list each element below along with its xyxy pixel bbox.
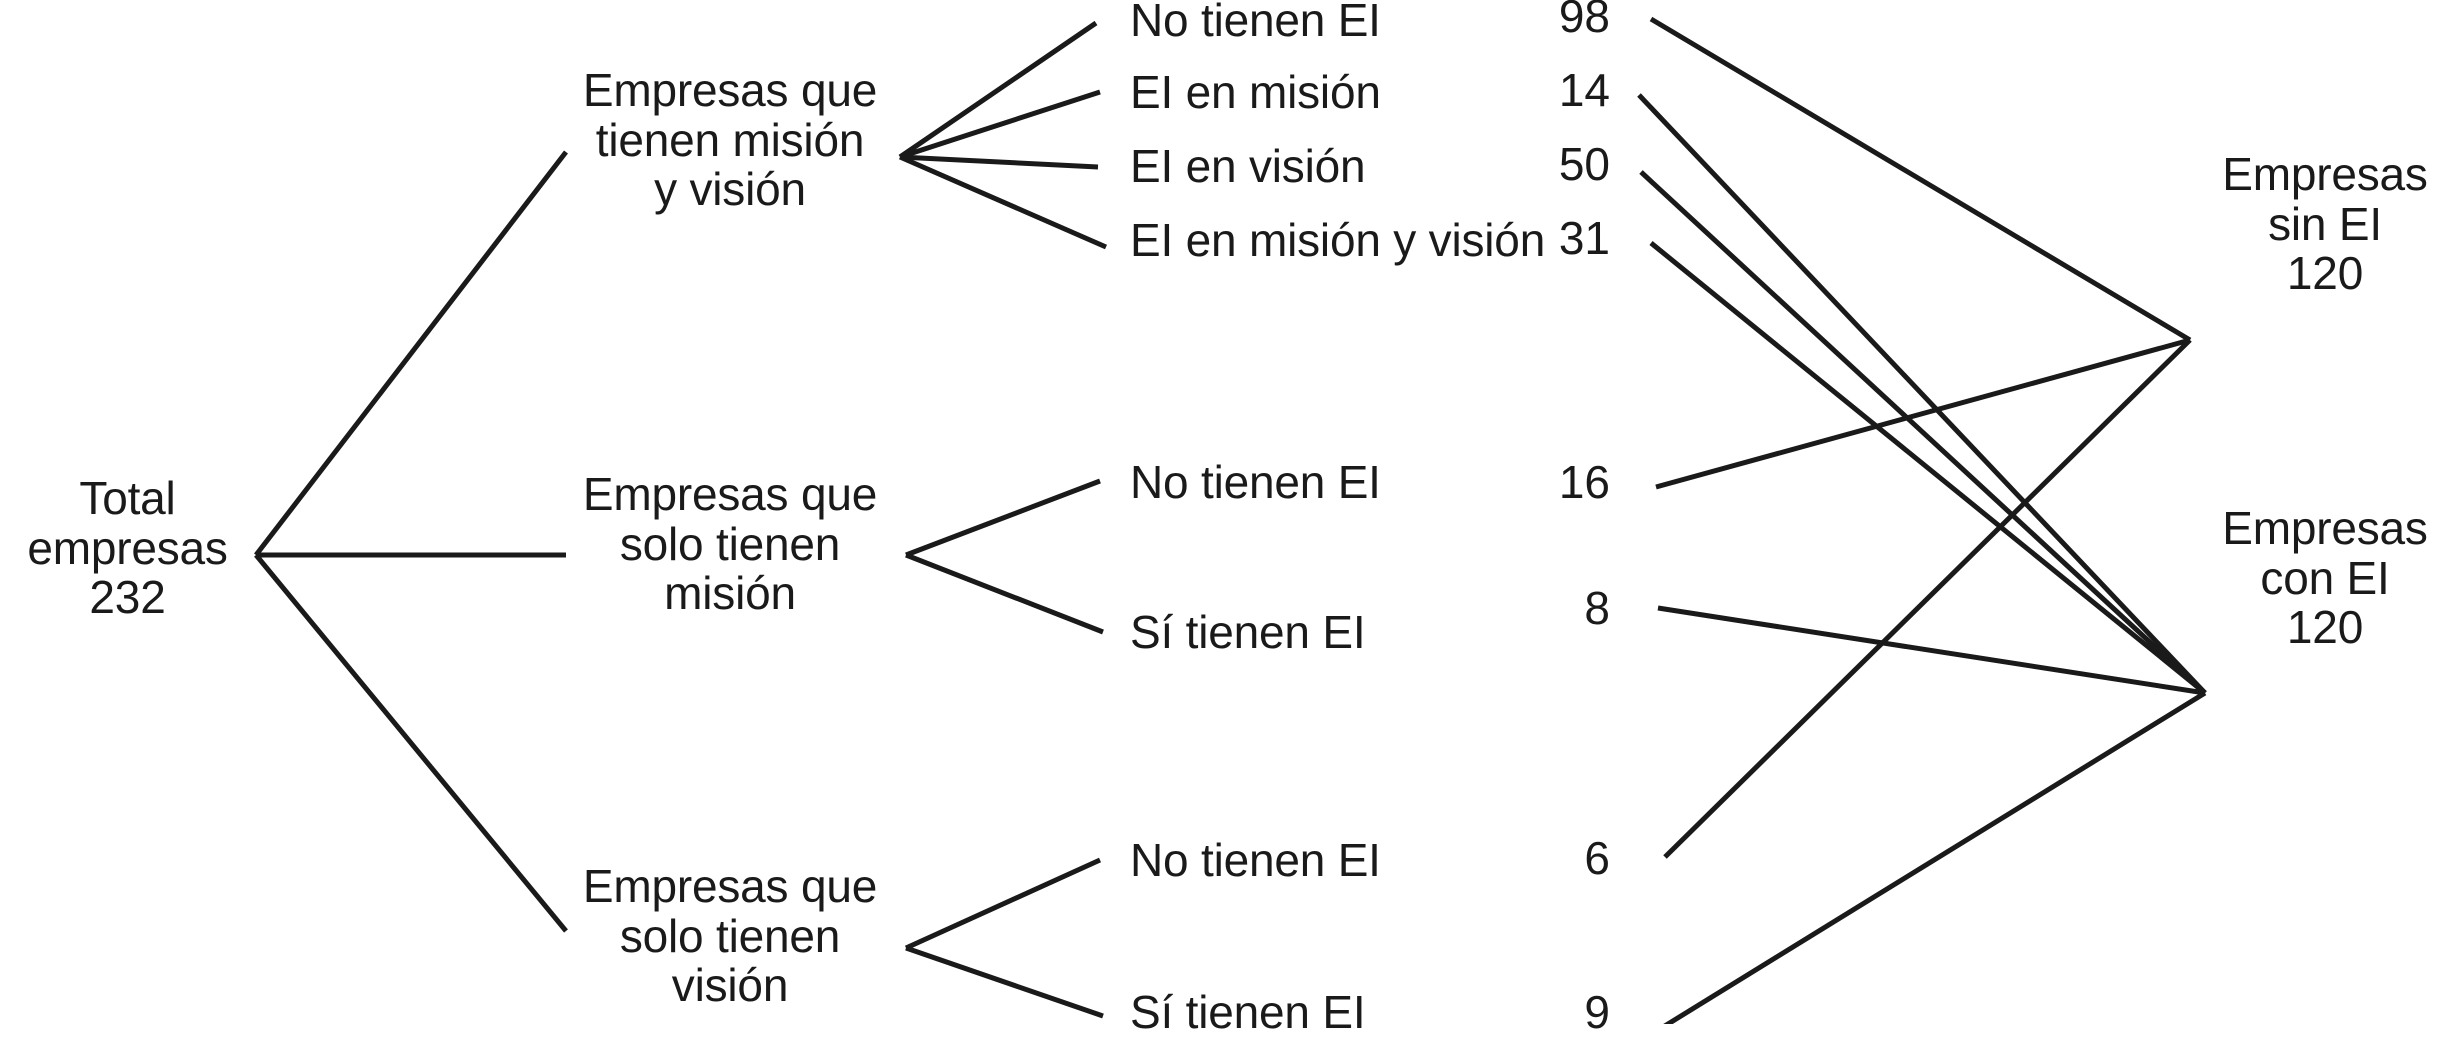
edge-root-to-branch-1: [254, 150, 568, 557]
node-branch-mision-y-vision: Empresas que tienen misión y visión: [582, 64, 878, 216]
leaf-label-mv-ei-en-mision-y-vision: EI en misión y visión: [1130, 214, 1546, 266]
leaf-count-sm-si-tienen-ei: 8: [1584, 582, 1610, 634]
leaf-label-sv-si-tienen-ei: Sí tienen EI: [1130, 986, 1366, 1038]
node-total-empresas: Total empresas 232: [27, 472, 228, 624]
edge-branch-2-leaf-2: [905, 552, 1104, 635]
leaf-count-sm-no-tienen-ei: 16: [1558, 456, 1610, 508]
edge-98-to-sin-ei: [1649, 16, 2192, 343]
edge-31-to-con-ei: [1649, 241, 2207, 695]
leaf-count-sv-no-tienen-ei: 6: [1584, 832, 1610, 884]
edge-root-to-branch-3: [254, 553, 568, 933]
edge-branch-3-leaf-1: [904, 857, 1102, 951]
edge-branch-2-leaf-1: [905, 478, 1101, 558]
edge-branch-1-leaf-4: [898, 154, 1108, 250]
leaf-count-mv-ei-en-mision: 14: [1558, 64, 1610, 116]
edge-9-to-con-ei: [1663, 690, 2207, 1024]
edge-branch-1-leaf-2: [899, 89, 1101, 160]
leaf-label-sv-no-tienen-ei: No tienen EI: [1130, 834, 1381, 886]
leaf-count-mv-ei-en-mision-y-vision: 31: [1558, 212, 1610, 264]
leaf-label-mv-ei-en-vision: EI en visión: [1130, 140, 1366, 192]
node-empresas-con-ei: Empresas con EI 120: [2222, 502, 2428, 654]
edge-branch-1-leaf-1: [898, 20, 1098, 160]
leaf-label-mv-ei-en-mision: EI en misión: [1130, 66, 1381, 118]
edge-branch-3-leaf-2: [905, 945, 1104, 1019]
edge-6-to-sin-ei: [1663, 338, 2192, 859]
node-branch-solo-vision: Empresas que solo tienen visión: [582, 860, 878, 1012]
edge-14-to-con-ei: [1637, 93, 2207, 695]
edge-16-to-sin-ei: [1655, 337, 2191, 490]
edge-50-to-con-ei: [1639, 170, 2207, 695]
edge-8-to-con-ei: [1657, 605, 2206, 696]
node-empresas-sin-ei: Empresas sin EI 120: [2222, 148, 2428, 300]
leaf-label-sm-si-tienen-ei: Sí tienen EI: [1130, 606, 1366, 658]
leaf-label-sm-no-tienen-ei: No tienen EI: [1130, 456, 1381, 508]
leaf-label-mv-no-tienen-ei: No tienen EI: [1130, 0, 1381, 46]
leaf-count-sv-si-tienen-ei: 9: [1584, 986, 1610, 1038]
edge-branch-1-leaf-3: [899, 154, 1099, 170]
node-branch-solo-mision: Empresas que solo tienen misión: [582, 468, 878, 620]
leaf-count-mv-ei-en-vision: 50: [1558, 138, 1610, 190]
leaf-count-mv-no-tienen-ei: 98: [1558, 0, 1610, 42]
